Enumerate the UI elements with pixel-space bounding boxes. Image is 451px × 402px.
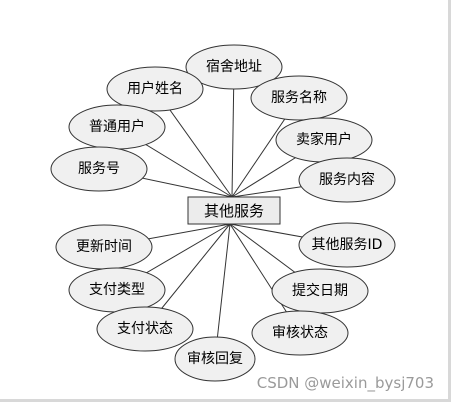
attribute-service-content: 服务内容 <box>298 157 396 203</box>
entity-box: 其他服务 <box>187 196 281 225</box>
attribute-ellipse-service-number <box>50 146 148 192</box>
attribute-update-time: 更新时间 <box>55 224 153 270</box>
attribute-ellipse-user-name <box>106 66 204 112</box>
entity-label: 其他服务 <box>204 202 264 220</box>
attribute-label-regular-user: 普通用户 <box>89 118 145 135</box>
attribute-user-name: 用户姓名 <box>106 66 204 112</box>
attribute-service-name: 服务名称 <box>250 75 348 121</box>
attribute-label-review-reply: 审核回复 <box>187 350 243 367</box>
entity-rect <box>187 196 281 225</box>
watermark-text: CSDN @weixin_bysj703 <box>257 374 434 393</box>
attribute-label-service-content: 服务内容 <box>319 171 375 188</box>
attribute-ellipse-payment-status <box>96 306 194 352</box>
attribute-regular-user: 普通用户 <box>68 104 166 150</box>
attribute-label-payment-status: 支付状态 <box>117 321 173 337</box>
attribute-label-user-name: 用户姓名 <box>127 80 183 97</box>
attribute-label-other-service-id: 其他服务ID <box>312 237 383 253</box>
attribute-ellipse-service-name <box>250 75 348 121</box>
frame-border-bottom <box>0 399 451 402</box>
attribute-label-service-name: 服务名称 <box>271 90 327 106</box>
attribute-service-number: 服务号 <box>50 146 148 192</box>
attribute-label-service-number: 服务号 <box>78 161 120 177</box>
attribute-dorm-address: 宿舍地址 <box>185 44 283 90</box>
attribute-ellipse-review-status <box>251 310 349 356</box>
attribute-label-seller-user: 卖家用户 <box>296 131 352 148</box>
attribute-label-dorm-address: 宿舍地址 <box>206 58 262 75</box>
attribute-seller-user: 卖家用户 <box>275 117 373 163</box>
connector-review-reply <box>214 223 231 360</box>
attribute-label-update-time: 更新时间 <box>76 239 132 255</box>
attribute-payment-type: 支付类型 <box>68 267 166 313</box>
attribute-other-service-id: 其他服务ID <box>298 222 396 268</box>
frame-border-right <box>448 0 451 402</box>
attribute-review-status: 审核状态 <box>251 310 349 356</box>
attribute-submit-date: 提交日期 <box>271 268 369 314</box>
attribute-label-payment-type: 支付类型 <box>89 282 145 298</box>
attribute-label-review-status: 审核状态 <box>272 325 328 341</box>
attribute-ellipse-dorm-address <box>185 44 283 90</box>
attribute-review-reply: 审核回复 <box>174 336 256 382</box>
attribute-label-submit-date: 提交日期 <box>292 282 348 299</box>
attribute-ellipse-review-reply <box>174 336 256 382</box>
attribute-payment-status: 支付状态 <box>96 306 194 352</box>
attribute-ellipse-other-service-id <box>298 222 396 268</box>
attribute-ellipse-service-content <box>298 157 396 203</box>
